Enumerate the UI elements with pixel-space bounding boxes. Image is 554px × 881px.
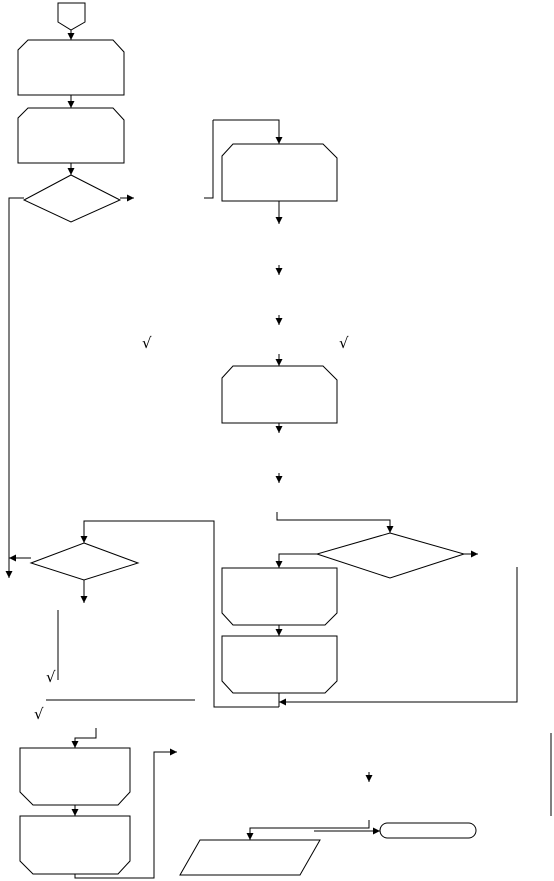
decision-3 xyxy=(315,532,466,579)
sqrt-mark-1: √ xyxy=(142,334,152,352)
terminal-end xyxy=(379,822,477,839)
start-connector xyxy=(57,2,86,31)
arrow-decision3-left xyxy=(275,553,317,568)
loop-bracket xyxy=(204,120,214,199)
arrow-to-output xyxy=(246,820,370,840)
arrow-to-block6 xyxy=(71,728,97,748)
decision-1 xyxy=(22,174,122,223)
decision-2 xyxy=(29,542,140,581)
arrow-block7-up-right xyxy=(74,748,177,879)
process-block-2 xyxy=(17,107,125,164)
arrow-return-right xyxy=(279,567,518,706)
loop-process-block xyxy=(221,143,338,202)
process-block-7 xyxy=(19,815,131,875)
sqrt-mark-3: √ xyxy=(46,668,56,686)
process-block-3 xyxy=(221,365,338,424)
arrow-into-loop-block xyxy=(213,119,283,144)
process-block-6 xyxy=(19,747,131,806)
arrow-to-decision3 xyxy=(276,512,394,533)
output-parallelogram xyxy=(179,839,321,876)
sqrt-mark-4: √ xyxy=(34,705,44,723)
process-block-1 xyxy=(17,39,125,96)
process-block-4 xyxy=(221,567,338,626)
left-bypass-line xyxy=(5,197,24,578)
loop-back-to-decision2 xyxy=(80,520,279,708)
process-block-5 xyxy=(221,635,338,694)
sqrt-mark-2: √ xyxy=(339,334,349,352)
